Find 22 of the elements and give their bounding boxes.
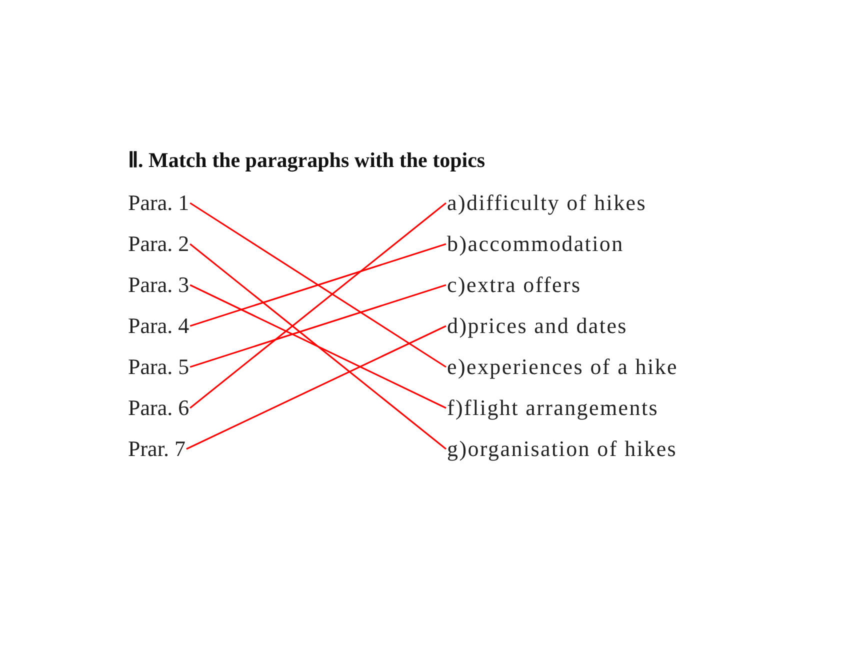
matching-line — [190, 284, 446, 368]
topic-label: e)experiences of a hike — [447, 354, 678, 380]
matching-line — [190, 202, 446, 409]
topic-label: d)prices and dates — [447, 313, 628, 339]
topic-label: a)difficulty of hikes — [447, 190, 647, 216]
matching-line — [190, 243, 446, 327]
matching-line — [190, 284, 446, 409]
paragraph-label: Para. 4 — [128, 313, 190, 339]
paragraph-label: Para. 3 — [128, 272, 190, 298]
matching-line — [190, 202, 446, 368]
paragraph-label: Para. 2 — [128, 231, 190, 257]
topic-label: f)flight arrangements — [447, 395, 659, 421]
matching-line — [186, 325, 446, 450]
exercise-title: Ⅱ. Match the paragraphs with the topics — [128, 147, 486, 173]
topic-label: b)accommodation — [447, 231, 624, 257]
paragraph-label: Para. 6 — [128, 395, 190, 421]
paragraph-label: Para. 1 — [128, 190, 190, 216]
topic-label: c)extra offers — [447, 272, 582, 298]
topic-label: g)organisation of hikes — [447, 436, 678, 462]
paragraph-label: Para. 5 — [128, 354, 190, 380]
paragraph-label: Prar. 7 — [128, 436, 186, 462]
matching-line — [190, 243, 446, 450]
